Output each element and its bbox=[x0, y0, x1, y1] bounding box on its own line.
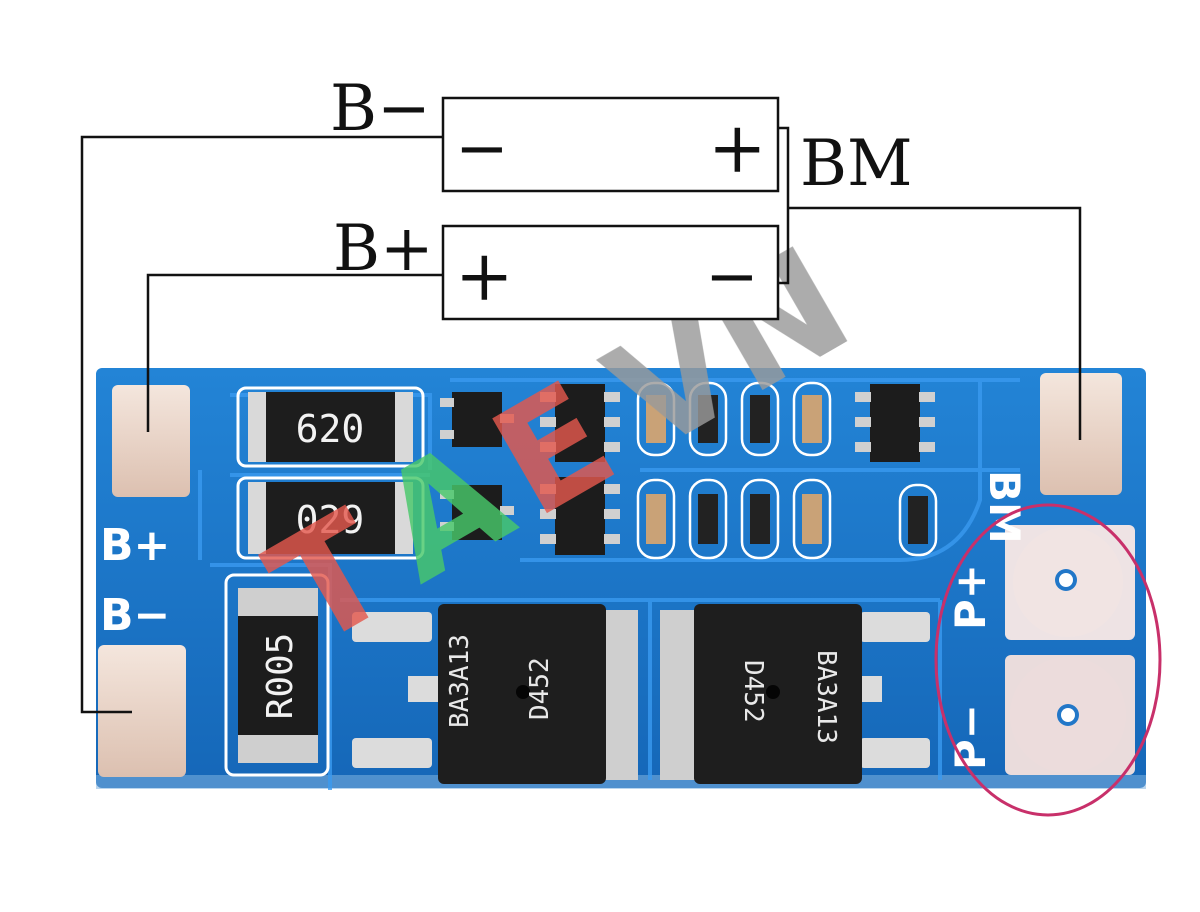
cell-top-plus-sign: + bbox=[708, 107, 767, 189]
shunt-label: R005 bbox=[260, 633, 301, 720]
cell-bottom-plus-sign: + bbox=[455, 235, 514, 317]
pad-p-minus bbox=[1005, 655, 1135, 775]
smd-passives bbox=[636, 381, 938, 560]
wire-b-minus bbox=[80, 135, 443, 714]
mosfet-left-line2: BA3A13 bbox=[445, 634, 475, 728]
pcb-board: B+ B− BM P+ P− 620 029 R005 bbox=[96, 368, 1146, 790]
silk-bm: BM bbox=[980, 470, 1029, 544]
label-b-plus: B+ bbox=[333, 212, 434, 286]
cell-bottom-minus-sign: − bbox=[705, 240, 759, 314]
wire-bm bbox=[788, 206, 1082, 440]
ic-sot-3 bbox=[855, 384, 935, 462]
pad-b-minus bbox=[98, 645, 186, 777]
shunt-resistor: R005 bbox=[224, 573, 330, 777]
wire-b-plus bbox=[146, 273, 443, 432]
resistor-620: 620 bbox=[236, 386, 425, 468]
wiring-diagram: − + + − B− B+ BM bbox=[80, 72, 1082, 714]
mosfet-right-line1: D452 bbox=[738, 660, 768, 723]
label-b-minus: B− bbox=[330, 72, 431, 146]
label-bm: BM bbox=[800, 127, 913, 201]
mosfet-left: D452 BA3A13 bbox=[352, 604, 638, 784]
ic-sot-1 bbox=[440, 392, 514, 447]
silk-p-minus: P− bbox=[946, 704, 995, 770]
cell-top-minus-sign: − bbox=[455, 112, 509, 186]
wire-bm-link bbox=[778, 126, 790, 285]
battery-cell-bottom bbox=[441, 224, 780, 321]
mosfet-left-line1: D452 bbox=[525, 657, 555, 720]
pcb-edge bbox=[96, 775, 1146, 789]
ic-sot-5 bbox=[540, 477, 620, 555]
highlight-circle bbox=[934, 503, 1162, 817]
pad-p-plus bbox=[1005, 525, 1135, 640]
ic-sot-4 bbox=[440, 485, 514, 540]
silk-b-minus: B− bbox=[100, 590, 170, 641]
pad-b-plus bbox=[112, 385, 190, 497]
pcb-traces bbox=[198, 378, 1020, 790]
mosfet-right-line2: BA3A13 bbox=[811, 650, 841, 744]
battery-cell-top bbox=[441, 96, 780, 193]
resistor-029-label: 029 bbox=[296, 498, 365, 542]
mosfet-right: D452 BA3A13 bbox=[660, 604, 930, 784]
ic-sot-2 bbox=[540, 384, 620, 462]
silk-b-plus: B+ bbox=[100, 520, 170, 571]
resistor-029: 029 bbox=[236, 476, 425, 560]
resistor-620-label: 620 bbox=[296, 407, 365, 451]
